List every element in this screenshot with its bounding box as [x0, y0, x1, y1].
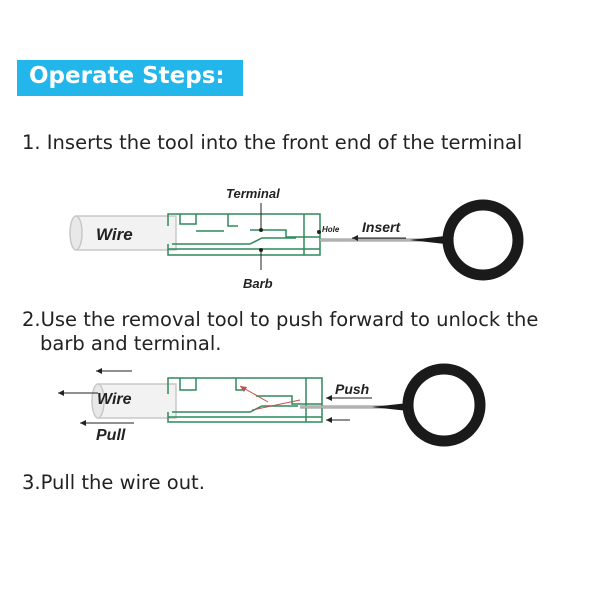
- barb-dot: [259, 248, 263, 252]
- terminal-dot: [259, 228, 263, 232]
- hole-dot: [317, 230, 321, 234]
- step-2-line-2: barb and terminal.: [40, 332, 222, 355]
- barb-label: Barb: [243, 276, 273, 291]
- terminal-body: [167, 213, 321, 256]
- step-2-text: 2.Use the removal tool to push forward t…: [22, 308, 538, 356]
- removal-tool-2: [300, 363, 486, 447]
- header-title: Operate Steps:: [29, 63, 225, 89]
- header-banner: Operate Steps:: [17, 60, 243, 96]
- insert-arrowhead: [352, 235, 358, 241]
- step-2-line-1: 2.Use the removal tool to push forward t…: [22, 308, 539, 331]
- wire-top-arrowhead: [96, 368, 102, 374]
- push-arrowhead: [326, 395, 332, 401]
- terminal-body-2: [167, 377, 323, 423]
- push-lower-arrowhead: [326, 417, 332, 423]
- removal-tool: [320, 199, 524, 281]
- step-1-text: 1. Inserts the tool into the front end o…: [22, 131, 523, 154]
- diagram-insert-tool: Wire Terminal Hole Insert Barb: [69, 186, 524, 291]
- wire-label-2: Wire: [97, 391, 132, 408]
- diagram-push-pull: Wire Pull Push: [58, 363, 486, 447]
- wire-cylinder-2: [91, 383, 177, 419]
- pull-label: Pull: [96, 427, 126, 444]
- insert-label: Insert: [362, 219, 401, 235]
- barb-arrowhead: [240, 386, 247, 392]
- push-label: Push: [335, 381, 369, 397]
- wire-cylinder: [69, 215, 177, 251]
- pull-arrowhead: [80, 420, 86, 426]
- wire-label: Wire: [96, 225, 133, 244]
- barb-lift-line: [251, 399, 301, 411]
- hole-label: Hole: [322, 225, 340, 234]
- step-3-text: 3.Pull the wire out.: [22, 471, 205, 494]
- wire-left-arrowhead: [58, 390, 64, 396]
- terminal-label: Terminal: [226, 186, 280, 201]
